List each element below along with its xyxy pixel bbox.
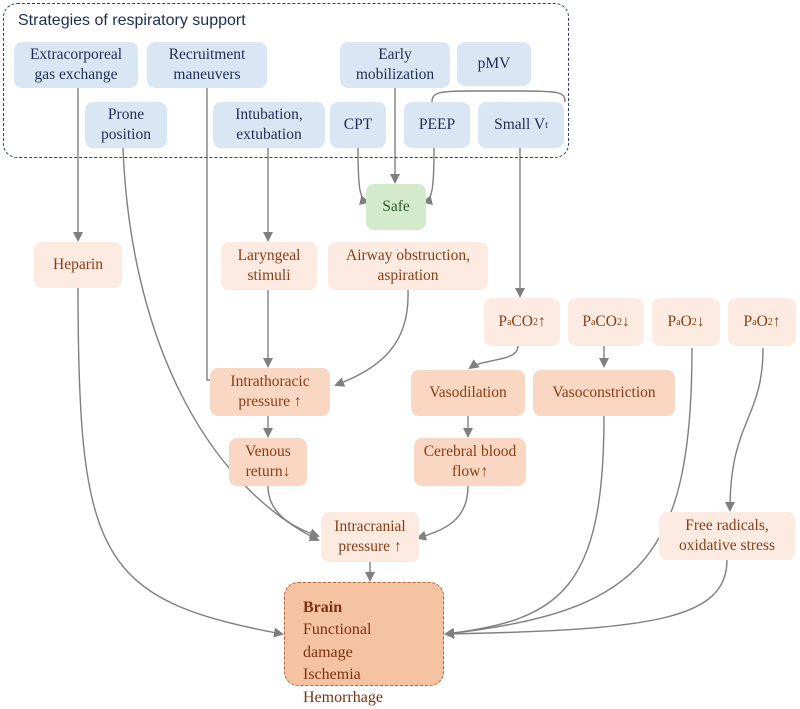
paco2-up-arrow: ↑	[537, 312, 546, 330]
paco2-down-arrow: ↓	[621, 312, 630, 330]
strategies-group: Strategies of respiratory support	[3, 3, 569, 158]
node-intrathoracic: Intrathoracic pressure ↑	[210, 368, 330, 416]
node-prone: Prone position	[85, 102, 167, 148]
arrow-prone-intracranial	[122, 147, 320, 541]
arrow-pao2up-freeradicals	[725, 347, 764, 512]
node-intracranial: Intracranial pressure ↑	[321, 512, 419, 562]
diagram-canvas: Strategies of respiratory support Extrac…	[3, 3, 796, 706]
paco2-down-main: CO	[595, 312, 617, 330]
paco2-down-sub: a	[590, 316, 596, 328]
paco2-down-p: P	[582, 312, 591, 330]
pao2-down-sub2: 2	[691, 316, 697, 328]
pao2-up-sub2: 2	[767, 316, 773, 328]
node-vasoconstriction: Vasoconstriction	[533, 370, 675, 416]
pao2-up-arrow: ↑	[772, 312, 781, 330]
node-recruitment: Recruitment maneuvers	[147, 42, 267, 88]
node-cerebral: Cerebral blood flow↑	[414, 438, 526, 486]
pao2-up-sub: a	[752, 316, 757, 328]
paco2-down-sub2: 2	[616, 316, 622, 328]
brain-title: Brain	[303, 599, 343, 616]
node-safe: Safe	[366, 184, 426, 230]
arrow-venous-intracranial	[267, 485, 320, 539]
node-heparin: Heparin	[34, 242, 122, 288]
paco2-up-p: P	[498, 312, 507, 330]
node-venous: Venous return↓	[229, 438, 307, 486]
pao2-down-arrow: ↓	[696, 312, 705, 330]
node-airway: Airway obstruction, aspiration	[328, 242, 488, 290]
arrow-freeradicals-brain	[444, 559, 728, 639]
pao2-down-p: P	[667, 312, 677, 330]
pao2-down-main: O	[680, 312, 692, 330]
paco2-up-main: CO	[511, 312, 533, 330]
node-early-mobilization: Early mobilization	[340, 42, 450, 88]
paco2-up-sub: a	[506, 316, 512, 328]
node-extracorporeal: Extracorporeal gas exchange	[14, 42, 138, 88]
node-cpt: CPT	[330, 102, 386, 148]
node-free-radicals: Free radicals, oxidative stress	[659, 512, 795, 560]
arrow-paco2up-vasodilation	[468, 345, 519, 370]
pmv-bracket	[431, 90, 566, 103]
node-vasodilation: Vasodilation	[411, 370, 525, 416]
group-title: Strategies of respiratory support	[18, 12, 246, 29]
brain-line-ischemia: Ischemia	[303, 666, 361, 684]
node-laryngeal: Laryngeal stimuli	[221, 242, 317, 290]
node-brain: Brain Functional damage Ischemia Hemorrh…	[284, 582, 444, 706]
pao2-down-sub: a	[676, 316, 681, 328]
brain-line-functional: Functional damage	[303, 621, 372, 661]
node-peep: PEEP	[404, 102, 470, 148]
node-intubation: Intubation, extubation	[213, 102, 325, 148]
arrow-cerebral-intracranial	[416, 485, 469, 541]
pao2-up-main: O	[756, 312, 768, 330]
small-vt-sub: t	[545, 119, 548, 131]
arrow-heparin-brain	[77, 287, 284, 638]
node-pmv: pMV	[457, 42, 531, 86]
pao2-up-p: P	[743, 312, 753, 330]
arrow-pao2down-brain	[444, 347, 693, 639]
arrow-airway-intrathoracic	[334, 289, 409, 387]
paco2-up-sub2: 2	[532, 316, 538, 328]
arrow-vasoconstriction-brain	[444, 415, 605, 638]
small-vt-main: Small V	[494, 115, 546, 133]
